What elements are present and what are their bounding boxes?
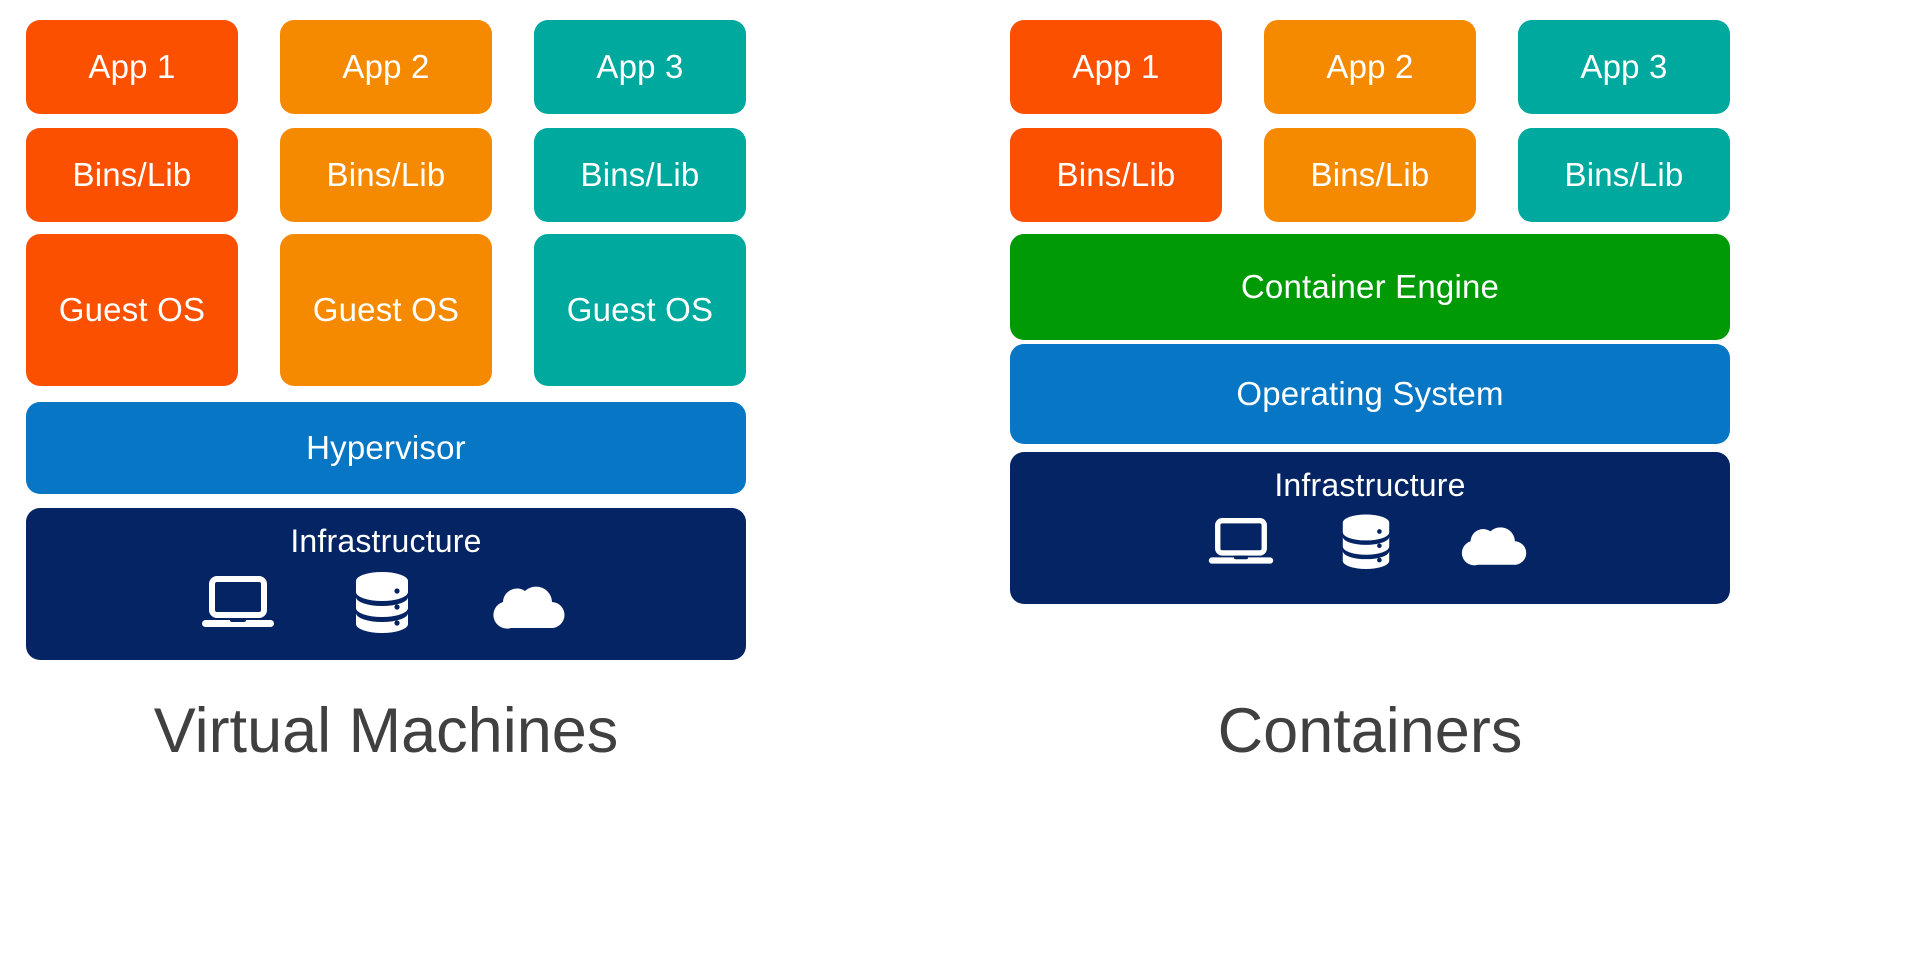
ct-app-1-block: App 1 <box>1010 20 1222 114</box>
vm-app-3-block: App 3 <box>534 20 746 114</box>
container-engine-label: Container Engine <box>1240 267 1500 305</box>
containers-caption: Containers <box>1217 696 1523 766</box>
ct-bins-lib-2-label: Bins/Lib <box>1310 155 1430 193</box>
vm-bins-lib-3-label: Bins/Lib <box>580 155 700 193</box>
ct-bins-lib-2-block: Bins/Lib <box>1264 128 1476 222</box>
vm-guest-os-2-block: Guest OS <box>280 234 492 386</box>
vm-bins-lib-1-block: Bins/Lib <box>26 128 238 222</box>
vm-infrastructure-icon-row <box>26 571 746 639</box>
vm-bins-lib-1-label: Bins/Lib <box>72 155 192 193</box>
vm-bins-lib-2-label: Bins/Lib <box>326 155 446 193</box>
ct-infrastructure-icon-row <box>1010 513 1730 575</box>
vm-app-2-label: App 2 <box>342 47 430 85</box>
vm-app-1-label: App 1 <box>88 47 176 85</box>
ct-app-2-label: App 2 <box>1326 47 1414 85</box>
cloud-icon <box>488 578 572 632</box>
ct-app-3-block: App 3 <box>1518 20 1730 114</box>
vm-infrastructure-bar: Infrastructure <box>26 508 746 660</box>
virtual-machines-caption: Virtual Machines <box>153 696 619 766</box>
database-icon <box>1341 513 1391 575</box>
hypervisor-label: Hypervisor <box>306 428 466 466</box>
vm-bins-lib-3-block: Bins/Lib <box>534 128 746 222</box>
containers-panel: App 1 App 2 App 3 Bins/Lib Bins/Lib Bins… <box>960 0 1920 972</box>
ct-bins-lib-1-label: Bins/Lib <box>1056 155 1176 193</box>
vm-guest-os-3-label: Guest OS <box>566 290 714 328</box>
ct-bins-lib-3-label: Bins/Lib <box>1564 155 1684 193</box>
ct-bins-lib-3-block: Bins/Lib <box>1518 128 1730 222</box>
ct-infrastructure-bar: Infrastructure <box>1010 452 1730 604</box>
laptop-icon <box>1207 517 1275 571</box>
vm-guest-os-2-label: Guest OS <box>312 290 460 328</box>
ct-app-1-label: App 1 <box>1072 47 1160 85</box>
database-icon <box>354 571 410 639</box>
ct-bins-lib-1-block: Bins/Lib <box>1010 128 1222 222</box>
ct-app-3-label: App 3 <box>1580 47 1668 85</box>
operating-system-bar: Operating System <box>1010 344 1730 444</box>
vm-bins-lib-2-block: Bins/Lib <box>280 128 492 222</box>
vm-guest-os-3-block: Guest OS <box>534 234 746 386</box>
vm-app-3-label: App 3 <box>596 47 684 85</box>
vm-infrastructure-label: Infrastructure <box>290 523 482 559</box>
ct-infrastructure-label: Infrastructure <box>1274 467 1466 503</box>
vm-app-1-block: App 1 <box>26 20 238 114</box>
virtual-machines-panel: App 1 App 2 App 3 Bins/Lib Bins/Lib Bins… <box>26 20 746 766</box>
vm-guest-os-1-label: Guest OS <box>58 290 206 328</box>
ct-app-2-block: App 2 <box>1264 20 1476 114</box>
cloud-icon <box>1457 519 1533 569</box>
operating-system-label: Operating System <box>1236 374 1504 412</box>
vm-guest-os-1-block: Guest OS <box>26 234 238 386</box>
laptop-icon <box>200 575 276 635</box>
container-engine-bar: Container Engine <box>1010 234 1730 340</box>
hypervisor-bar: Hypervisor <box>26 402 746 494</box>
vm-app-2-block: App 2 <box>280 20 492 114</box>
